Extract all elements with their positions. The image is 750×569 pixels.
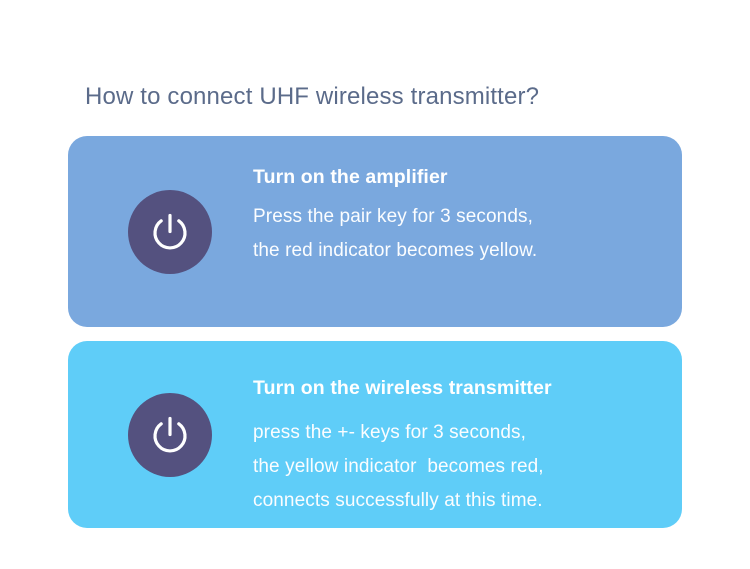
power-icon-wrapper — [128, 392, 212, 477]
step-card-wireless-transmitter: Turn on the wireless transmitter press t… — [68, 341, 682, 528]
power-icon — [128, 392, 212, 477]
step-body-line: press the +- keys for 3 seconds, — [253, 422, 527, 443]
step-body-line: the yellow indicator becomes red, — [253, 456, 544, 477]
step-card-amplifier: Turn on the amplifier Press the pair key… — [68, 136, 682, 327]
step-heading: Turn on the wireless transmitter — [253, 377, 552, 399]
power-icon — [128, 189, 212, 274]
step-body-line: connects successfully at this time. — [253, 490, 543, 511]
page-title: How to connect UHF wireless transmitter? — [85, 83, 540, 110]
step-card-text: Turn on the amplifier Press the pair key… — [253, 166, 664, 268]
step-body: press the +- keys for 3 seconds, the yel… — [253, 416, 664, 518]
step-body: Press the pair key for 3 seconds, the re… — [253, 200, 664, 268]
step-heading: Turn on the amplifier — [253, 166, 448, 188]
step-body-line: Press the pair key for 3 seconds, — [253, 206, 533, 227]
step-body-line: the red indicator becomes yellow. — [253, 240, 538, 261]
step-card-text: Turn on the wireless transmitter press t… — [253, 377, 664, 518]
power-icon-wrapper — [128, 189, 212, 274]
